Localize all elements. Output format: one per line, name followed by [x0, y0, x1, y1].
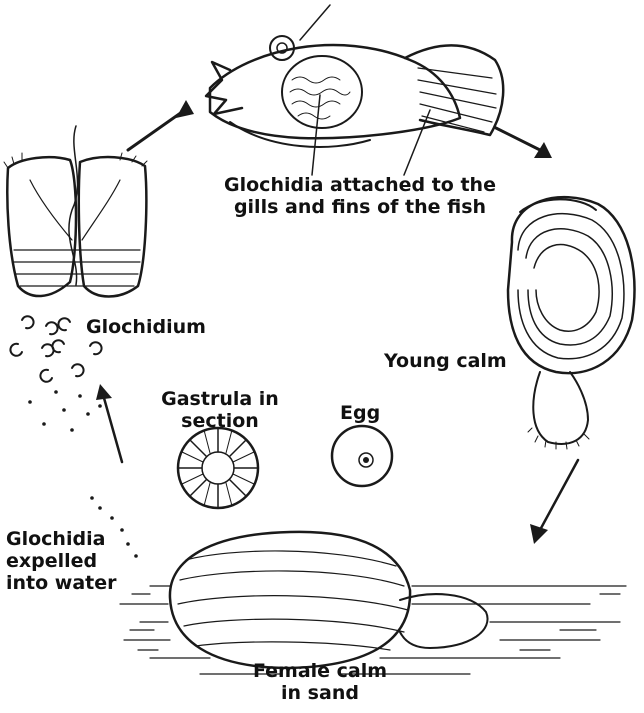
label-expelled-line2: expelled: [6, 550, 117, 572]
label-expelled-line1: Glochidia: [6, 528, 117, 550]
label-gastrula-line2: section: [150, 410, 290, 432]
label-glochidia-fish-line2: gills and fins of the fish: [200, 196, 520, 218]
label-expelled: Glochidia expelled into water: [6, 528, 117, 594]
gastrula-illustration: [178, 428, 258, 508]
glochidium-illustration: [4, 126, 147, 297]
label-female-calm-line1: Female calm: [220, 660, 420, 682]
label-expelled-line3: into water: [6, 572, 117, 594]
fish-illustration: [206, 5, 503, 175]
label-gastrula: Gastrula in section: [150, 388, 290, 432]
female-calm-illustration: [120, 532, 626, 674]
egg-illustration: [332, 426, 392, 486]
label-glochidia-fish: Glochidia attached to the gills and fins…: [200, 174, 520, 218]
label-young-calm: Young calm: [384, 350, 507, 372]
label-glochidium: Glochidium: [86, 316, 206, 338]
young-calm-illustration: [508, 197, 634, 449]
label-glochidia-fish-line1: Glochidia attached to the: [200, 174, 520, 196]
label-female-calm: Female calm in sand: [220, 660, 420, 704]
label-egg: Egg: [340, 402, 380, 424]
label-gastrula-line1: Gastrula in: [150, 388, 290, 410]
label-female-calm-line2: in sand: [220, 682, 420, 704]
